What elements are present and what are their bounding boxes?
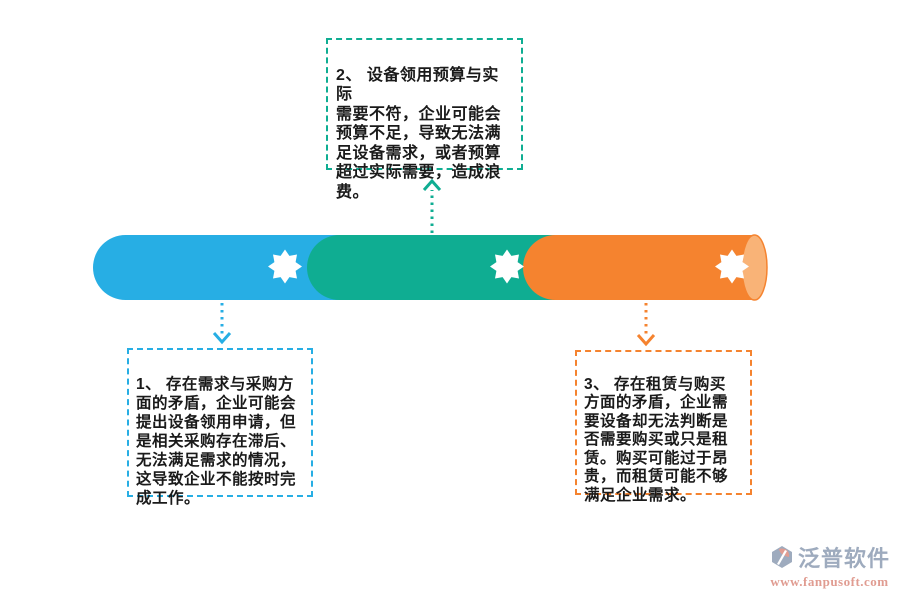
callout-box-2: 2、 设备领用预算与实际 需要不符，企业可能会 预算不足，导致无法满 足设备需求…	[326, 38, 523, 201]
callout-text-2: 2、 设备领用预算与实际 需要不符，企业可能会 预算不足，导致无法满 足设备需求…	[336, 66, 502, 201]
brand-logo-icon	[771, 546, 792, 568]
connector-arrow-up-2	[422, 178, 442, 233]
brand-logo: 泛普软件 www.fanpusoft.com	[769, 541, 890, 590]
bar-segment-1	[93, 235, 340, 300]
callout-text-1: 1、 存在需求与采购方 面的矛盾，企业可能会 提出设备领用申请，但 是相关采购存…	[136, 376, 297, 507]
callout-text-3: 3、 存在租赁与购买 方面的矛盾，企业需 要设备却无法判断是 否需要购买或只是租…	[584, 375, 729, 504]
connector-arrow-down-1	[212, 303, 232, 345]
star-badge-icon	[490, 249, 524, 284]
brand-url: www.fanpusoft.com	[770, 574, 889, 589]
star-badge-icon	[715, 249, 749, 284]
brand-name: 泛普软件	[797, 546, 890, 571]
callout-box-1: 1、 存在需求与采购方 面的矛盾，企业可能会 提出设备领用申请，但 是相关采购存…	[127, 348, 313, 507]
connector-arrow-down-3	[636, 303, 656, 347]
callout-box-3: 3、 存在租赁与购买 方面的矛盾，企业需 要设备却无法判断是 否需要购买或只是租…	[575, 350, 752, 504]
star-badge-icon	[268, 249, 302, 284]
